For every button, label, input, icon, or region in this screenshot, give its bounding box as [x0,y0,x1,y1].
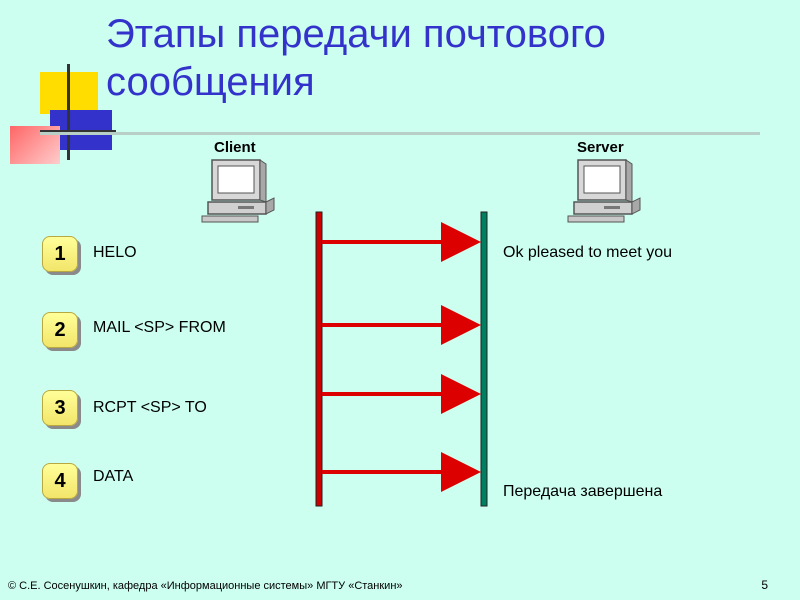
server-timeline [480,211,488,507]
step-badge-3: 3 [42,390,84,432]
step-command-1: HELO [93,244,137,261]
deco-horizontal-line [40,130,116,132]
title-divider [40,132,760,135]
step-badge-1: 1 [42,236,84,278]
client-label: Client [214,139,256,156]
page-number: 5 [761,578,768,592]
client-timeline [315,211,323,507]
step-badge-4: 4 [42,463,84,505]
page-title: Этапы передачи почтового сообщения [106,12,606,104]
computer-icon-client [201,159,275,223]
computer-icon-server [567,159,641,223]
step-command-4: DATA [93,468,134,485]
step-number: 1 [42,236,78,272]
response-first: Ok pleased to meet you [503,244,672,261]
step-number: 3 [42,390,78,426]
response-last: Передача завершена [503,483,663,500]
footer-copyright: © С.Е. Сосенушкин, кафедра «Информационн… [8,580,403,592]
step-number: 4 [42,463,78,499]
step-badge-2: 2 [42,312,84,354]
step-command-3: RCPT <SP> TO [93,399,207,416]
deco-vertical-line [67,64,70,160]
server-label: Server [577,139,624,156]
step-number: 2 [42,312,78,348]
step-command-2: MAIL <SP> FROM [93,319,226,336]
